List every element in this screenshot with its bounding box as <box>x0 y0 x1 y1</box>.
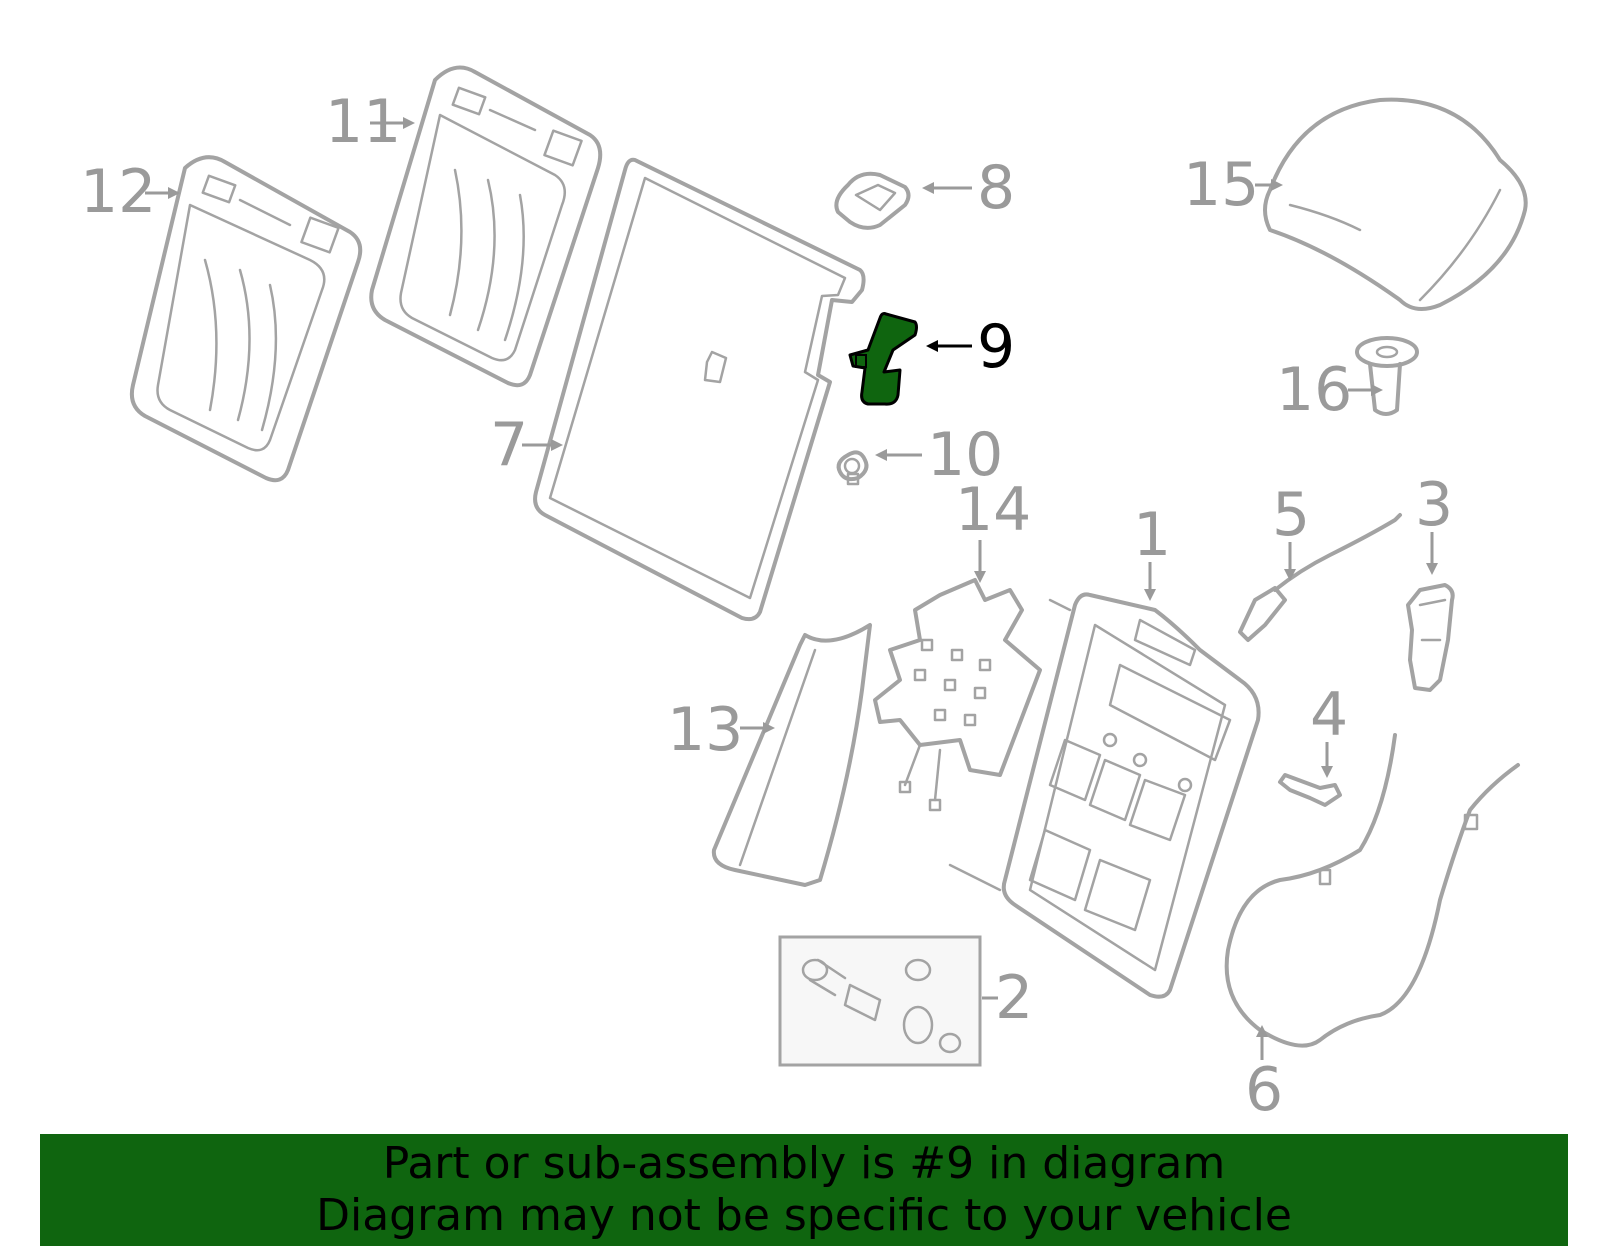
callout-2: 2 <box>995 963 1033 1033</box>
banner-line-1: Part or sub-assembly is #9 in diagram <box>382 1138 1226 1189</box>
callout-9: 9 <box>977 312 1015 382</box>
part-4-bracket[interactable] <box>1278 773 1342 807</box>
callout-7: 7 <box>490 410 528 480</box>
part-3-latch[interactable] <box>1406 583 1455 692</box>
callout-13: 13 <box>667 695 743 765</box>
info-banner: Part or sub-assembly is #9 in diagram Di… <box>40 1134 1568 1246</box>
part-15-headrest[interactable] <box>1263 97 1528 311</box>
part-5-release-cable[interactable] <box>1238 513 1402 642</box>
part-7-seatback-panel[interactable] <box>533 157 866 622</box>
callout-6: 6 <box>1245 1055 1283 1125</box>
part-16-headrest-guide[interactable] <box>1355 336 1419 416</box>
part-1-seatback-frame[interactable] <box>948 592 1261 999</box>
part-9-latch-cover-highlighted[interactable] <box>848 312 918 406</box>
callout-3: 3 <box>1415 470 1453 540</box>
callout-5: 5 <box>1272 480 1310 550</box>
callout-4: 4 <box>1310 680 1348 750</box>
callout-12: 12 <box>80 157 156 227</box>
part-6-cable[interactable] <box>1224 733 1520 1048</box>
part-11-seatback-cover[interactable] <box>369 65 603 388</box>
callout-16: 16 <box>1276 355 1352 425</box>
banner-line-2: Diagram may not be specific to your vehi… <box>316 1190 1292 1241</box>
part-12-seatback-cover[interactable] <box>129 155 363 483</box>
callout-1: 1 <box>1133 500 1171 570</box>
part-2-hardware-kit[interactable] <box>778 935 982 1067</box>
callouts: 12 11 8 9 10 7 15 16 14 1 5 3 4 13 2 6 <box>80 87 1453 1125</box>
part-14-heater-mat[interactable] <box>873 578 1042 812</box>
part-13-side-trim[interactable] <box>711 623 872 887</box>
callout-14: 14 <box>955 475 1031 545</box>
callout-10: 10 <box>927 420 1003 490</box>
part-10-clip[interactable] <box>836 450 869 486</box>
part-8-bracket[interactable] <box>834 171 911 230</box>
callout-8: 8 <box>977 153 1015 223</box>
callout-15: 15 <box>1183 150 1259 220</box>
